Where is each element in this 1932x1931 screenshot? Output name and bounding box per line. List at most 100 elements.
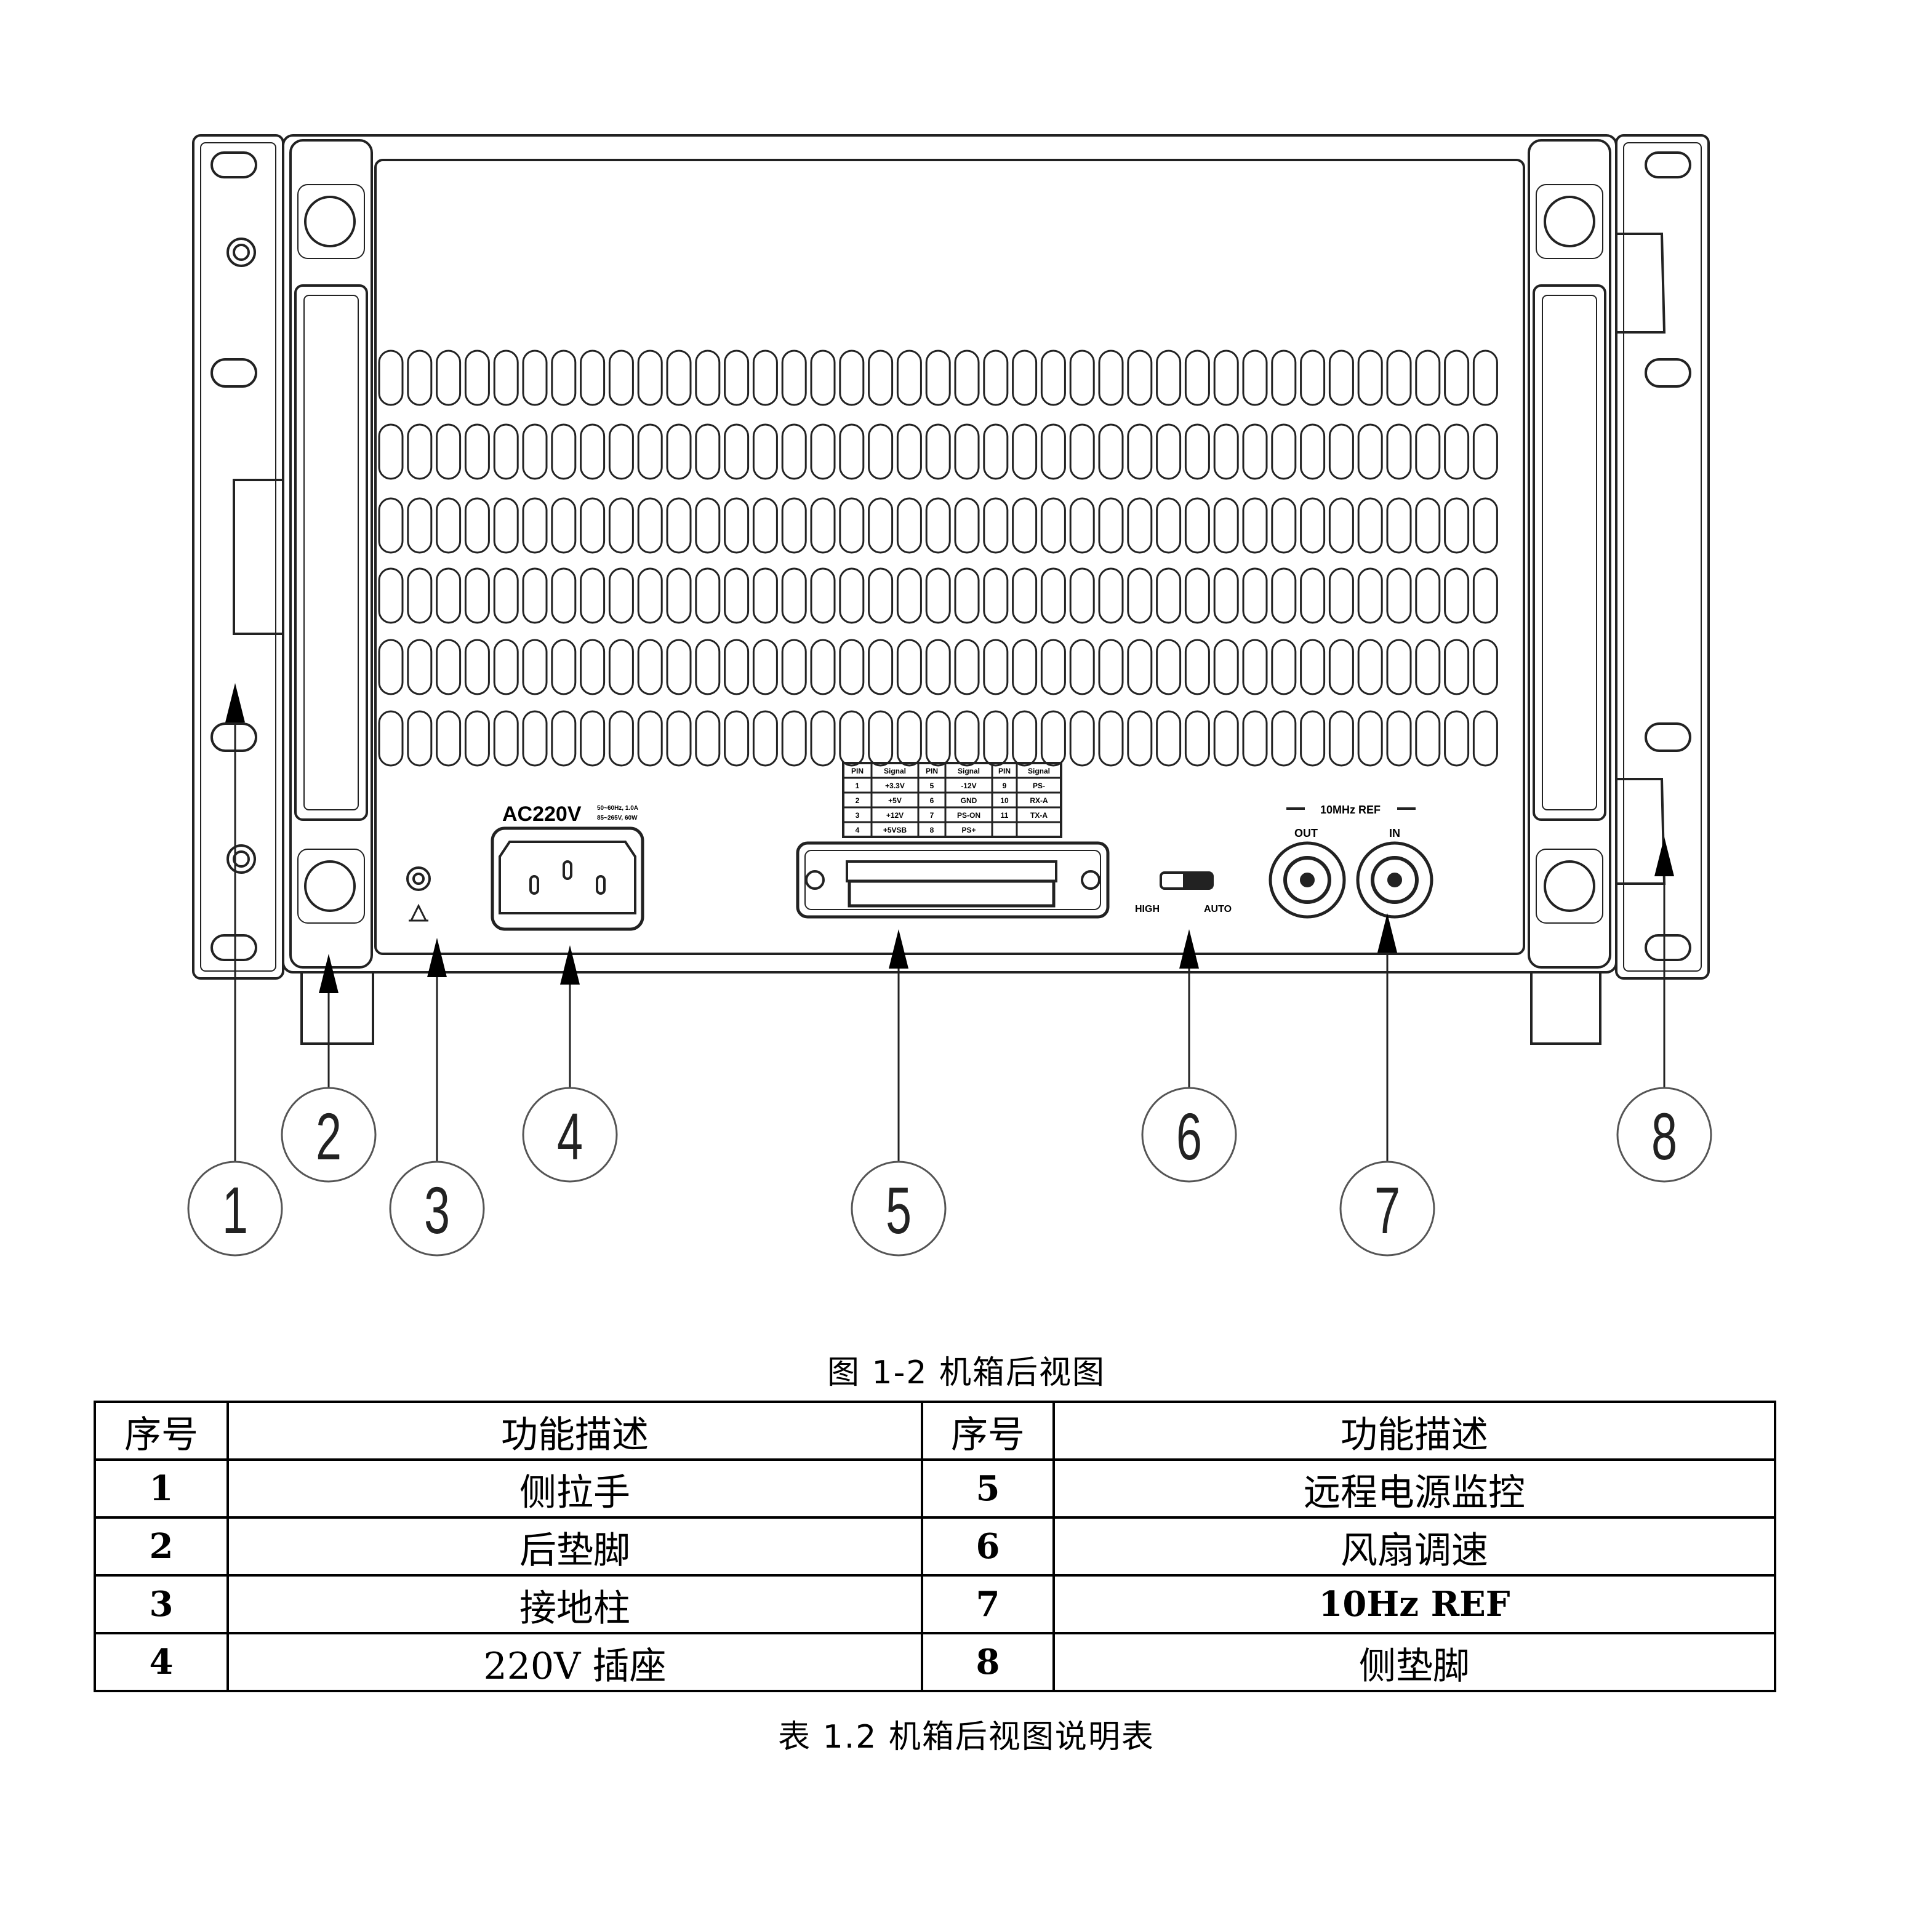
vent-slot [1386, 639, 1412, 695]
vent-slot [1444, 710, 1470, 767]
cell-function: 侧拉手 [226, 1458, 923, 1519]
cell-function: 220V 插座 [226, 1632, 923, 1692]
vent-slot [1098, 350, 1124, 406]
vent-slot [1098, 423, 1124, 480]
vent-slot [1127, 639, 1153, 695]
vent-slot [666, 497, 692, 554]
vent-slot [1069, 423, 1095, 480]
vent-slot [1184, 639, 1210, 695]
vent-slot [1357, 639, 1383, 695]
header-index: 序号 [921, 1401, 1055, 1461]
vent-slot [1357, 350, 1383, 406]
callout-circle [187, 1161, 283, 1257]
vent-slot [580, 350, 606, 406]
vent-slot [1069, 497, 1095, 554]
vent-slot [1415, 423, 1441, 480]
vent-slot [1415, 710, 1441, 767]
callout-circle [389, 1161, 485, 1257]
vent-slot [1127, 350, 1153, 406]
callout-arrow-icon [225, 683, 245, 722]
cell-index: 7 [921, 1574, 1055, 1634]
ventilation-grille [378, 350, 1498, 767]
pin-table-cell: 4 [856, 826, 860, 834]
vent-slot [781, 423, 807, 480]
vent-slot [695, 639, 721, 695]
cell-index: 2 [94, 1516, 229, 1577]
pin-table-cell: 1 [856, 782, 860, 790]
callout-circle [522, 1087, 618, 1183]
vent-slot [1184, 423, 1210, 480]
vent-slot [1213, 497, 1239, 554]
vent-slot [378, 350, 404, 406]
vent-slot [1271, 639, 1297, 695]
callout-number: 1 [222, 1173, 248, 1247]
pin-table-cell: +5VSB [883, 826, 907, 834]
vent-slot [1012, 423, 1038, 480]
vent-slot [839, 567, 865, 624]
vent-slot [1127, 497, 1153, 554]
cell-index: 8 [921, 1632, 1055, 1692]
vent-slot [1444, 639, 1470, 695]
vent-slot [493, 567, 519, 624]
pin-table-cell: +3.3V [885, 782, 905, 790]
vent-slot [1271, 423, 1297, 480]
table-caption: 表 1.2 机箱后视图说明表 [778, 1719, 1155, 1756]
vent-slot [810, 567, 836, 624]
pin-table-border [842, 762, 1062, 838]
vent-slot [608, 639, 634, 695]
vent-slot [1213, 350, 1239, 406]
cell-index: 6 [921, 1516, 1055, 1577]
vent-slot [896, 567, 922, 624]
vent-slot [1156, 710, 1182, 767]
callout-arrow-icon [889, 929, 908, 969]
vent-slot [1300, 567, 1326, 624]
vent-slot [1012, 350, 1038, 406]
pin-table-cell: RX-A [1030, 796, 1048, 805]
vent-slot [810, 423, 836, 480]
ac-spec-2: 85~265V, 60W [597, 815, 638, 822]
vent-slot [1040, 710, 1066, 767]
vent-slot [1300, 350, 1326, 406]
vent-slot [464, 639, 490, 695]
vent-slot [407, 567, 433, 624]
vent-slot [1127, 567, 1153, 624]
callout-circle [1616, 1087, 1712, 1183]
vent-slot [724, 639, 750, 695]
vent-slot [695, 497, 721, 554]
vent-slot [983, 497, 1009, 554]
vent-slot [666, 350, 692, 406]
vent-slot [1156, 423, 1182, 480]
vent-slot [407, 497, 433, 554]
callout-number: 3 [424, 1173, 450, 1247]
vent-slot [925, 639, 951, 695]
vent-slot [752, 423, 778, 480]
vent-slot [378, 423, 404, 480]
callout-circle [851, 1161, 947, 1257]
vent-slot [724, 497, 750, 554]
vent-slot [896, 423, 922, 480]
vent-slot [407, 710, 433, 767]
vent-slot [954, 423, 980, 480]
vent-slot [1271, 350, 1297, 406]
callout-number: 6 [1176, 1100, 1202, 1173]
ac-power-inlet [491, 826, 644, 931]
vent-slot [1127, 423, 1153, 480]
bnc-in-connector [1356, 841, 1433, 919]
vent-slot [1242, 567, 1268, 624]
vent-slot [1127, 710, 1153, 767]
vent-slot [1300, 639, 1326, 695]
vent-slot [666, 567, 692, 624]
vent-slot [493, 497, 519, 554]
cell-function: 远程电源监控 [1052, 1458, 1776, 1519]
vent-slot [1328, 710, 1354, 767]
vent-slot [551, 350, 577, 406]
vent-slot [1300, 423, 1326, 480]
vent-slot [1386, 497, 1412, 554]
vent-slot [1069, 639, 1095, 695]
pin-table-cell: PS- [1033, 782, 1045, 790]
pin-table-cell: Signal [958, 767, 980, 775]
vent-slot [1098, 567, 1124, 624]
vent-slot [868, 710, 894, 767]
vent-slot [695, 350, 721, 406]
